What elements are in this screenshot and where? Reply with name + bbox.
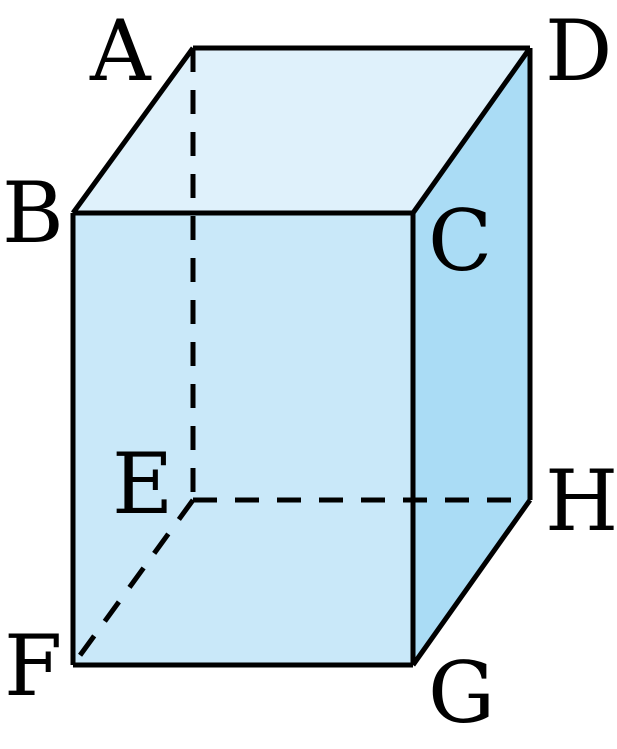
vertex-label-g: G — [428, 644, 495, 742]
edge-hg — [410, 498, 533, 667]
hidden-edge-ef — [70, 498, 196, 667]
vertex-label-h: H — [545, 452, 617, 550]
vertex-label-a: A — [89, 2, 152, 100]
top-face — [73, 48, 530, 213]
vertex-label-d: D — [545, 2, 612, 100]
edge-dc — [410, 46, 533, 215]
vertex-label-e: E — [112, 435, 173, 533]
vertex-label-c: C — [428, 192, 492, 290]
right-face — [413, 48, 530, 665]
edge-ab — [70, 46, 196, 215]
vertex-label-b: B — [2, 164, 64, 262]
vertex-label-f: F — [4, 617, 62, 715]
